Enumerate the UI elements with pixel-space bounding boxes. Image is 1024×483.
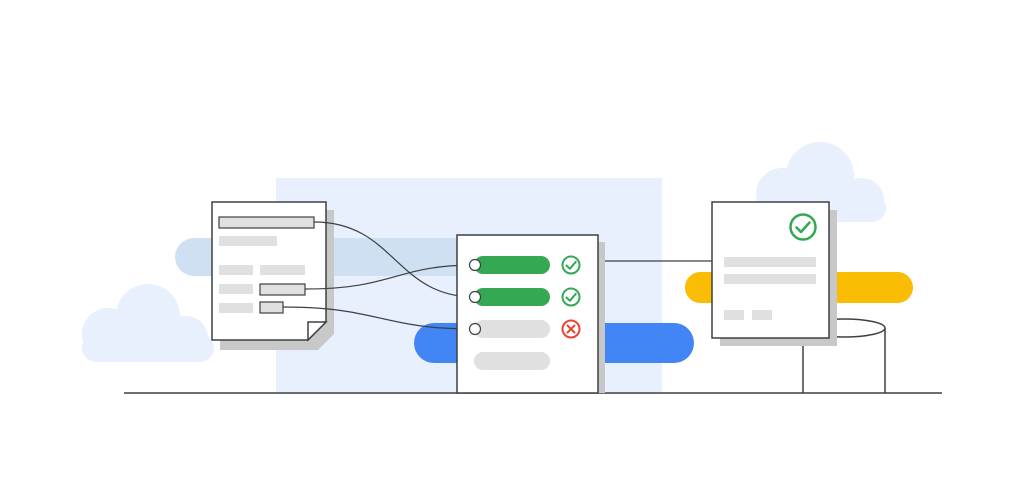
check-circle-icon bbox=[561, 255, 581, 275]
check-circle-icon bbox=[561, 287, 581, 307]
validator-pill bbox=[474, 288, 550, 306]
result-document bbox=[711, 201, 837, 346]
validator-card bbox=[456, 234, 605, 394]
doc-field bbox=[219, 284, 253, 294]
connector-line bbox=[313, 221, 476, 298]
validator-pill bbox=[474, 256, 550, 274]
doc-field-linked-2 bbox=[259, 283, 306, 296]
page-fold bbox=[307, 321, 328, 342]
result-field bbox=[724, 257, 816, 267]
doc-field bbox=[219, 265, 253, 275]
connector-node bbox=[468, 322, 482, 336]
validator-pill bbox=[474, 320, 550, 338]
doc-field-linked-1 bbox=[218, 216, 315, 229]
cloud-icon bbox=[82, 284, 214, 362]
check-circle-icon bbox=[789, 213, 817, 241]
result-field bbox=[724, 310, 744, 320]
doc-field bbox=[260, 265, 305, 275]
x-circle-icon bbox=[561, 319, 581, 339]
validator-row-pass bbox=[468, 287, 581, 307]
connector-node bbox=[468, 290, 482, 304]
validator-row-empty bbox=[474, 352, 550, 370]
source-document bbox=[211, 201, 334, 350]
connector-line bbox=[304, 264, 476, 290]
result-field bbox=[752, 310, 772, 320]
doc-field bbox=[219, 303, 253, 313]
validator-row-fail bbox=[468, 319, 581, 339]
result-field bbox=[724, 274, 816, 284]
validator-pill bbox=[474, 352, 550, 370]
validator-row-pass bbox=[468, 255, 581, 275]
connector-line bbox=[282, 306, 476, 330]
doc-field bbox=[219, 236, 277, 246]
connector-node bbox=[468, 258, 482, 272]
connectors bbox=[282, 221, 712, 330]
doc-field-linked-3 bbox=[259, 301, 284, 314]
